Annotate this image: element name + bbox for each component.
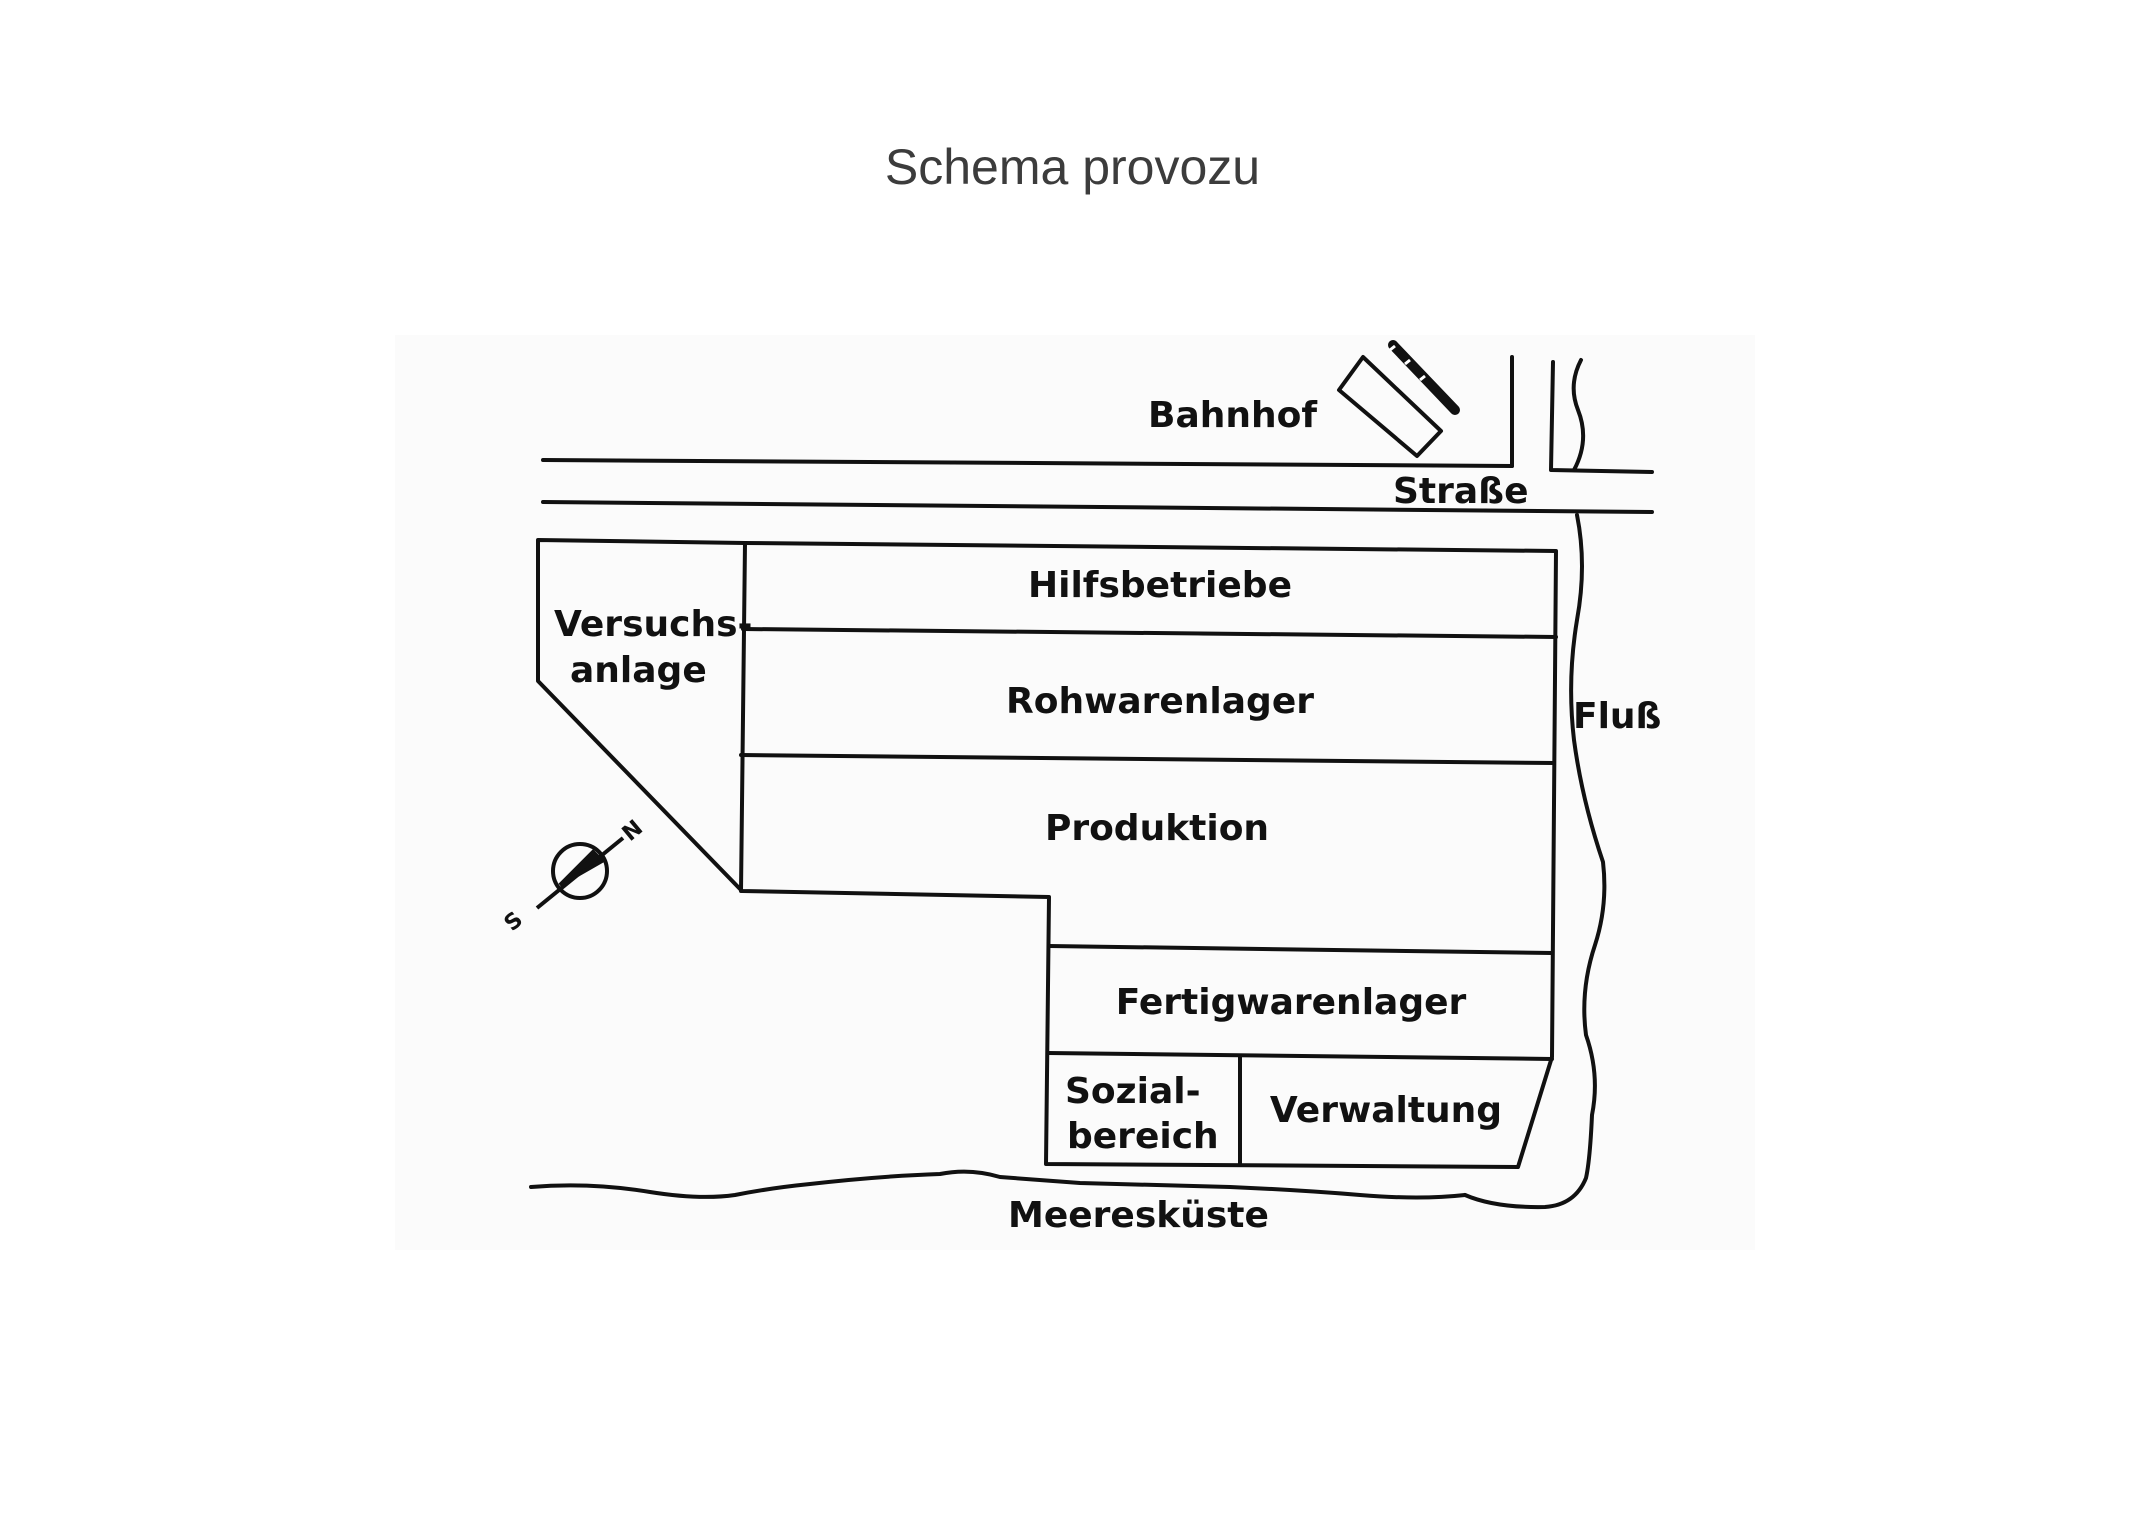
divider-test-plant bbox=[739, 541, 747, 893]
divider-auxiliary-raw bbox=[741, 627, 1558, 639]
site-outline bbox=[536, 538, 1558, 1169]
production-label: Produktion bbox=[1045, 808, 1269, 849]
auxiliary-label: Hilfsbetriebe bbox=[1028, 565, 1292, 606]
compass-icon bbox=[535, 836, 625, 910]
test-plant-label-line1: Versuchs- bbox=[554, 604, 752, 645]
road-line-upper bbox=[541, 458, 1514, 468]
finished-storage-label: Fertigwarenlager bbox=[1116, 982, 1467, 1023]
road-line-lower bbox=[541, 500, 1654, 514]
road-label: Straße bbox=[1393, 471, 1529, 512]
divider-raw-production bbox=[739, 753, 1556, 765]
station-label: Bahnhof bbox=[1148, 395, 1317, 436]
scan-area bbox=[395, 335, 1755, 1250]
divider-production-finished bbox=[1047, 944, 1554, 955]
station-building-icon bbox=[1337, 355, 1443, 458]
test-plant-label-line2: anlage bbox=[570, 650, 707, 691]
divider-finished-office bbox=[1046, 1051, 1554, 1061]
social-label-line2: bereich bbox=[1067, 1116, 1219, 1157]
coast-label: Meeresküste bbox=[1008, 1195, 1269, 1236]
social-label-line1: Sozial- bbox=[1065, 1071, 1201, 1112]
side-road-right-line bbox=[1549, 360, 1654, 474]
railway-track-icon bbox=[1388, 340, 1460, 415]
river-edge-line bbox=[1463, 513, 1607, 1210]
administration-label: Verwaltung bbox=[1270, 1090, 1502, 1131]
page-title: Schema provozu bbox=[884, 139, 1261, 195]
river-label: Fluß bbox=[1573, 696, 1661, 737]
coastline-line bbox=[529, 1169, 1467, 1200]
side-road-wavy-line bbox=[1571, 358, 1586, 472]
raw-storage-label: Rohwarenlager bbox=[1006, 681, 1314, 722]
